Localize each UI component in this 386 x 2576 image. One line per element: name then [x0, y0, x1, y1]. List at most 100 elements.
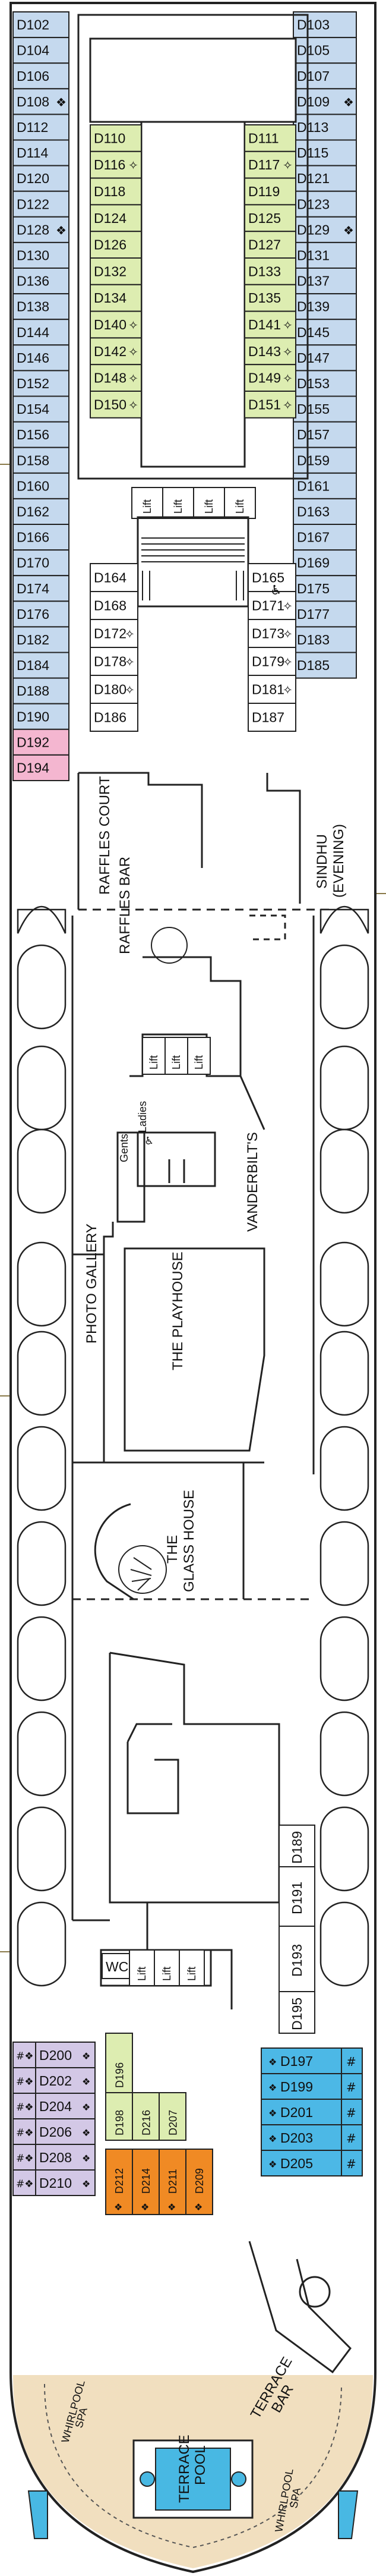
cabin[interactable]: D207	[159, 2092, 186, 2141]
cabin[interactable]: D108❖	[12, 88, 69, 115]
cabin[interactable]: D160	[12, 472, 69, 499]
cabin[interactable]: D176	[12, 600, 69, 628]
cabin[interactable]: #❖D208❖	[12, 2144, 96, 2171]
cabin[interactable]: D171✧	[248, 591, 296, 620]
cabin[interactable]: D131	[293, 241, 357, 269]
cabin[interactable]: ❖D205#	[261, 2150, 363, 2176]
cabin[interactable]: D172✧	[90, 619, 138, 648]
cabin[interactable]: D114	[12, 139, 69, 166]
cabin[interactable]: D118	[90, 177, 142, 206]
cabin[interactable]: D183	[293, 626, 357, 653]
cabin[interactable]: D154	[12, 395, 69, 423]
cabin[interactable]: D161	[293, 472, 357, 499]
cabin[interactable]: D116✧	[90, 150, 142, 179]
cabin[interactable]: ❖D203#	[261, 2124, 363, 2151]
cabin[interactable]: D107	[293, 62, 357, 90]
cabin[interactable]: D110	[90, 124, 142, 152]
cabin[interactable]: D152	[12, 370, 69, 397]
cabin[interactable]: D148✧	[90, 364, 142, 392]
cabin[interactable]: D125	[244, 204, 296, 232]
cabin[interactable]: ❖D197#	[261, 2047, 363, 2074]
cabin[interactable]: D103	[293, 11, 357, 39]
cabin[interactable]: ❖D201#	[261, 2099, 363, 2125]
cabin[interactable]: D105	[293, 37, 357, 64]
cabin[interactable]: D143✧	[244, 337, 296, 366]
cabin[interactable]: D146	[12, 344, 69, 372]
cabin[interactable]: D184	[12, 652, 69, 679]
cabin[interactable]: D151✧	[244, 391, 296, 419]
cabin[interactable]: #❖D210❖	[12, 2169, 96, 2196]
cabin[interactable]: D180✧	[90, 675, 138, 704]
cabin[interactable]: D111	[244, 124, 296, 152]
cabin[interactable]: D182	[12, 626, 69, 653]
cabin[interactable]: D115	[293, 139, 357, 166]
cabin[interactable]: D167	[293, 524, 357, 551]
cabin[interactable]: D164	[90, 563, 138, 592]
cabin[interactable]: D192	[12, 728, 69, 756]
cabin[interactable]: D157	[293, 421, 357, 448]
cabin[interactable]: D177	[293, 600, 357, 628]
cabin[interactable]: D112	[12, 114, 69, 141]
cabin[interactable]: D153	[293, 370, 357, 397]
cabin[interactable]: D139	[293, 293, 357, 320]
cabin[interactable]: D174	[12, 575, 69, 602]
cabin[interactable]: D120	[12, 165, 69, 192]
cabin[interactable]: D209❖	[185, 2149, 213, 2215]
cabin[interactable]: D109❖	[293, 88, 357, 115]
cabin[interactable]: D145	[293, 319, 357, 346]
cabin[interactable]: D156	[12, 421, 69, 448]
cabin[interactable]: ❖D199#	[261, 2073, 363, 2100]
cabin[interactable]: D173✧	[248, 619, 296, 648]
cabin[interactable]: D117✧	[244, 150, 296, 179]
cabin[interactable]: #❖D204❖	[12, 2093, 96, 2119]
cabin[interactable]: D130	[12, 241, 69, 269]
cabin[interactable]: D191	[279, 1866, 315, 1927]
cabin[interactable]: D106	[12, 62, 69, 90]
cabin[interactable]: D196	[105, 2033, 133, 2093]
cabin[interactable]: D211❖	[159, 2149, 186, 2215]
cabin[interactable]: D142✧	[90, 337, 142, 366]
cabin[interactable]: D159	[293, 446, 357, 474]
cabin[interactable]: D136	[12, 268, 69, 295]
cabin[interactable]: D122	[12, 190, 69, 218]
cabin[interactable]: D141✧	[244, 310, 296, 339]
cabin[interactable]: D185	[293, 652, 357, 679]
cabin[interactable]: D195	[279, 1991, 315, 2034]
cabin[interactable]: D124	[90, 204, 142, 232]
cabin[interactable]: D137	[293, 268, 357, 295]
cabin[interactable]: D194	[12, 754, 69, 782]
cabin[interactable]: D121	[293, 165, 357, 192]
cabin[interactable]: D165	[248, 563, 296, 592]
cabin[interactable]: D144	[12, 319, 69, 346]
cabin[interactable]: #❖D206❖	[12, 2118, 96, 2145]
cabin[interactable]: D188	[12, 677, 69, 704]
cabin[interactable]: D168	[90, 591, 138, 620]
cabin[interactable]: D119	[244, 177, 296, 206]
cabin[interactable]: D181✧	[248, 675, 296, 704]
cabin[interactable]: D170	[12, 549, 69, 577]
cabin[interactable]: D169	[293, 549, 357, 577]
cabin[interactable]: D216	[132, 2092, 160, 2141]
cabin[interactable]: D127	[244, 231, 296, 259]
cabin[interactable]: D189	[279, 1825, 315, 1867]
cabin[interactable]: D214❖	[132, 2149, 160, 2215]
cabin[interactable]: D179✧	[248, 647, 296, 676]
cabin[interactable]: D126	[90, 231, 142, 259]
cabin[interactable]: D113	[293, 114, 357, 141]
cabin[interactable]: D150✧	[90, 391, 142, 419]
cabin[interactable]: D123	[293, 190, 357, 218]
cabin[interactable]: D187	[248, 703, 296, 732]
cabin[interactable]: #❖D202❖	[12, 2067, 96, 2094]
cabin[interactable]: D133	[244, 257, 296, 285]
cabin[interactable]: D158	[12, 446, 69, 474]
cabin[interactable]: D129❖	[293, 216, 357, 243]
cabin[interactable]: D212❖	[105, 2149, 133, 2215]
cabin[interactable]: D102	[12, 11, 69, 39]
cabin[interactable]: D128❖	[12, 216, 69, 243]
cabin[interactable]: #❖D200❖	[12, 2042, 96, 2068]
cabin[interactable]: D140✧	[90, 310, 142, 339]
cabin[interactable]: D138	[12, 293, 69, 320]
cabin[interactable]: D193	[279, 1926, 315, 1992]
cabin[interactable]: D175	[293, 575, 357, 602]
cabin[interactable]: D132	[90, 257, 142, 285]
